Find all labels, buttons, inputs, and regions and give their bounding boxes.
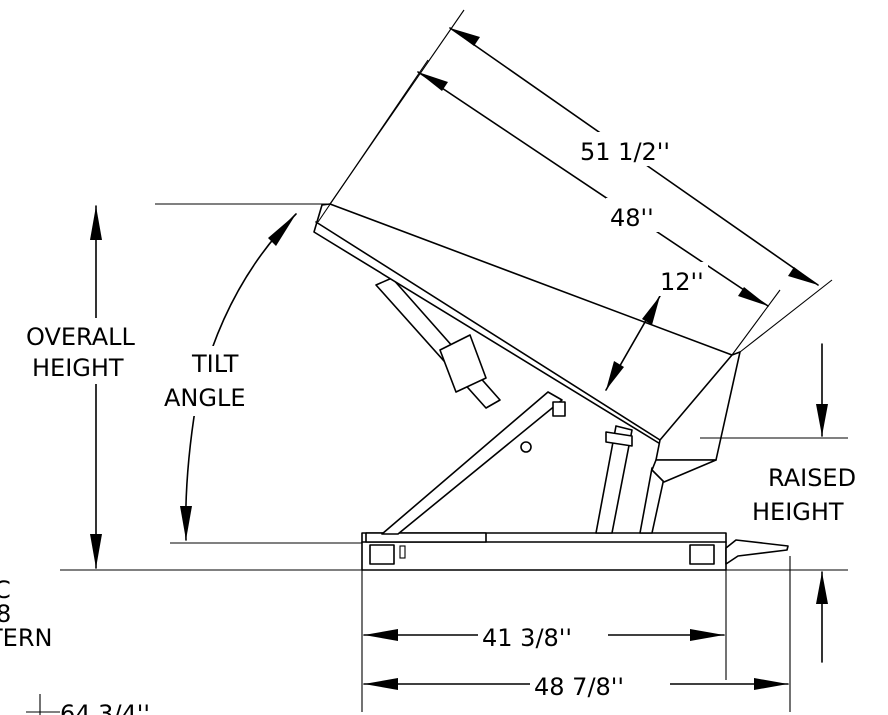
hinge-plate [552,401,566,417]
label-bg-48 [606,198,660,232]
arrow-raised-top [816,404,828,436]
label-base-width-outer: 48 7/8'' [534,673,624,701]
platform-edge [315,221,661,441]
ext-platform-right-outer [739,279,833,353]
label-bg-tilt [160,346,272,416]
dim-line-48 [417,71,769,307]
arrow-41-left [364,629,398,641]
arrow-height-bottom [90,534,102,568]
label-tilt-angle-2: ANGLE [164,384,246,412]
ext-platform-left-inner [317,59,429,223]
arrow-4878-left [364,678,398,690]
base-bolt [399,545,406,559]
label-tilt-angle-1: TILT [191,350,239,378]
left-scissor-arm [381,391,563,535]
arrow-12-end [606,361,624,390]
right-wheel-block [689,544,715,565]
label-overall-length: 51 1/2'' [580,138,670,166]
pivot-pin [520,441,532,453]
clipped-text-2: 8 [0,600,11,628]
arrow-51-start [450,28,480,46]
arrow-tilt-bottom [180,506,192,540]
label-bg-51 [576,132,672,166]
clipped-text-3: TERN [0,624,52,652]
clipped-text-4: 64 3/4'' [60,700,150,715]
arrow-tilt-top [268,214,296,246]
arrow-48-end [738,287,768,306]
dim-lip-depth [605,295,661,391]
label-bg-4878 [530,667,670,701]
label-overall-height-2: HEIGHT [32,354,124,382]
left-wheel-block [369,544,395,565]
label-base-width-inner: 41 3/8'' [482,624,572,652]
arrow-51-end [788,267,818,285]
base-frame [361,532,789,571]
ext-platform-right-inner [731,289,781,356]
dim-overall-height [90,205,102,569]
front-support-arm [595,425,633,534]
arrow-41-right [690,629,724,641]
foot-pedal [725,539,789,565]
arrow-48-start [418,72,448,91]
label-raised-height-1: RAISED [768,464,856,492]
base-top-plate [365,532,487,543]
label-overall-height-1: OVERALL [26,323,136,351]
clipped-annotation: C 8 TERN 64 3/4'' [0,576,150,715]
slide-block [605,431,633,447]
dim-platform-length [417,71,769,307]
hydraulic-cylinder [439,334,487,393]
dim-raised-height [816,343,828,663]
label-bg-height [22,318,152,384]
label-raised-height-2: HEIGHT [752,498,844,526]
lip-bracket [651,459,717,483]
label-bg-12 [656,262,708,296]
clipped-text-1: C [0,576,11,604]
arrow-height-top [90,206,102,240]
label-platform-length: 48'' [610,204,654,232]
label-lip-depth: 12'' [660,268,704,296]
arrow-12-start [642,296,660,325]
lift-linkage [375,277,665,535]
arrow-raised-bottom [816,572,828,604]
label-bg-41 [478,618,608,652]
tilt-platform [313,203,741,483]
arrow-4878-right [754,678,788,690]
extension-lines [60,9,848,712]
